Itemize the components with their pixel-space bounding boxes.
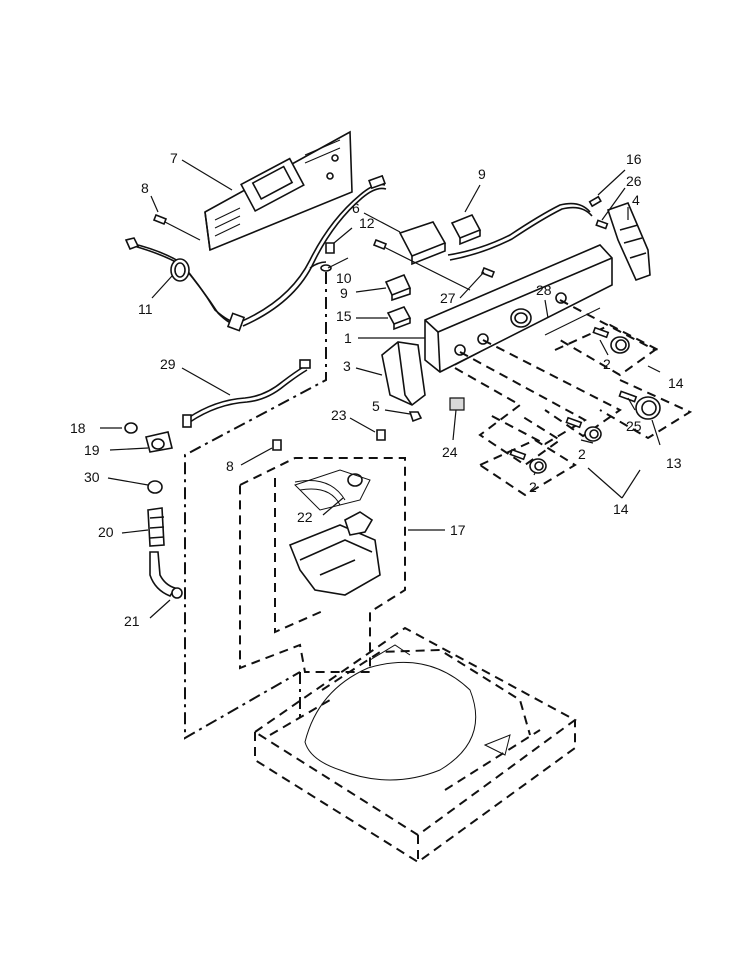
- screw-8-lower: [272, 429, 386, 451]
- bracket-17: [239, 457, 406, 673]
- callout-30: 30: [84, 469, 100, 485]
- washer-top-assembly: [253, 626, 577, 864]
- wire-29: [182, 359, 311, 428]
- part-3-cover: [381, 341, 465, 423]
- callout-28: 28: [536, 282, 552, 298]
- callout-8: 8: [226, 458, 234, 474]
- callout-6: 6: [352, 200, 360, 216]
- callout-25: 25: [626, 418, 642, 434]
- callout-10: 10: [336, 270, 352, 286]
- knob-dash-lines: [454, 299, 693, 497]
- callout-14: 14: [613, 501, 629, 517]
- wire-harness: [124, 174, 387, 332]
- callout-13: 13: [666, 455, 682, 471]
- callout-20: 20: [98, 524, 114, 540]
- callout-22: 22: [297, 509, 313, 525]
- screw-8-top: [152, 213, 201, 241]
- callout-1: 1: [344, 330, 352, 346]
- callout-5: 5: [372, 398, 380, 414]
- callout-4: 4: [632, 192, 640, 208]
- callout-3: 3: [343, 358, 351, 374]
- callout-23: 23: [331, 407, 347, 423]
- callout-21: 21: [124, 613, 140, 629]
- callout-2: 2: [529, 479, 537, 495]
- callout-15: 15: [336, 308, 352, 324]
- wires-right: [447, 195, 651, 282]
- callout-labels: 7 8 6 12 9 16 26 4 10 9 27 28 11 15 1 2 …: [70, 150, 684, 629]
- screw-12: [320, 242, 335, 272]
- callout-26: 26: [626, 173, 642, 189]
- callout-11: 11: [138, 301, 153, 317]
- rear-panel: [204, 130, 353, 252]
- callout-24: 24: [442, 444, 458, 460]
- callout-2: 2: [603, 356, 611, 372]
- callout-8: 8: [141, 180, 149, 196]
- callout-9: 9: [340, 285, 348, 301]
- console-panel: [424, 244, 613, 373]
- knobs: [509, 326, 661, 474]
- dash-dot-routes: [184, 272, 327, 740]
- callout-12: 12: [359, 215, 375, 231]
- callout-18: 18: [70, 420, 86, 436]
- callout-9: 9: [478, 166, 486, 182]
- inlet-parts: [124, 422, 183, 599]
- callout-27: 27: [440, 290, 456, 306]
- callout-14: 14: [668, 375, 684, 391]
- callout-16: 16: [626, 151, 642, 167]
- control-modules: [372, 213, 496, 331]
- callout-19: 19: [84, 442, 100, 458]
- callout-7: 7: [170, 150, 178, 166]
- leader-lines: [100, 159, 661, 619]
- callout-29: 29: [160, 356, 176, 372]
- callout-2: 2: [578, 446, 586, 462]
- callout-17: 17: [450, 522, 466, 538]
